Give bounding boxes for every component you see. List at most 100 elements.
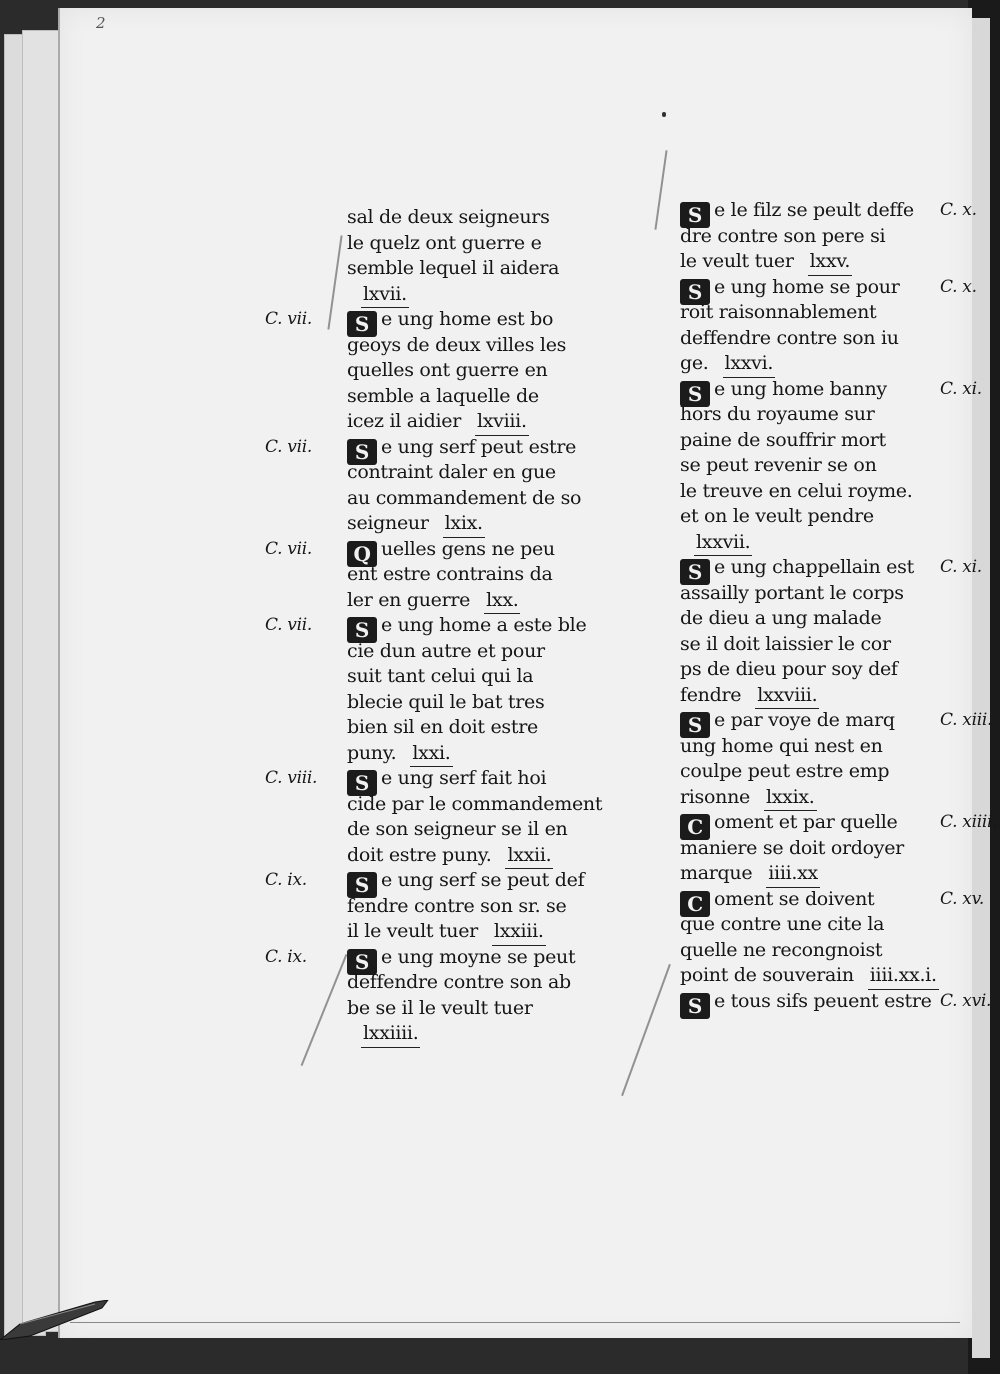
line-text: e ung home banny <box>714 377 887 400</box>
decorated-initial: S <box>347 438 377 465</box>
text-line: be se il le veult tuer <box>235 996 630 1022</box>
text-line: puny.lxxi. <box>235 741 630 767</box>
line-text: doit estre puny. <box>347 843 492 866</box>
line-text: que contre une cite la <box>680 913 885 935</box>
decorated-initial: S <box>680 202 710 228</box>
line-text: fendre <box>680 683 742 706</box>
chapter-marker: C. xiiii. <box>940 812 998 832</box>
text-line: sal de deux seigneurs <box>235 205 630 231</box>
line-text: point de souverain <box>680 964 854 986</box>
decorated-initial: S <box>347 770 377 796</box>
pen-nib-icon <box>0 1300 109 1340</box>
line-text: icez il aidier <box>347 410 461 432</box>
text-line: coulpe peut estre emp <box>650 759 990 785</box>
folio-reference: lxx. <box>484 588 521 614</box>
chapter-marker: C. xi. <box>940 378 982 399</box>
line-text: dre contre son pere si <box>680 224 886 247</box>
chapter-marker: C. xi. <box>940 557 982 577</box>
line-text: semble lequel il aidera <box>347 257 560 279</box>
folio-reference: lxxii. <box>505 843 554 869</box>
chapter-marker: C. xvi. <box>940 990 992 1011</box>
decorated-initial: S <box>347 948 377 975</box>
text-line: cie dun autre et pour <box>235 639 630 665</box>
page-bottom-edge <box>70 1322 960 1323</box>
line-text: bien sil en doit estre <box>347 716 538 738</box>
text-line: de son seigneur se il en <box>235 817 630 843</box>
line-text: e ung home est bo <box>381 308 554 330</box>
folio-reference: lxxv. <box>807 249 853 276</box>
text-line: quelle ne recongnoist <box>650 938 990 964</box>
decorated-initial: S <box>680 380 710 407</box>
line-text: se il doit laissier le cor <box>680 632 891 655</box>
line-text: e ung home se pour <box>714 275 900 298</box>
line-text: roit raisonnablement <box>680 301 877 323</box>
folio-reference: iiii.xx <box>766 861 820 888</box>
text-line: roit raisonnablement <box>650 300 990 326</box>
decorated-initial: C <box>680 890 710 917</box>
line-text: deffendre contre son ab <box>347 971 571 993</box>
text-line: de dieu a ung malade <box>650 606 990 632</box>
folio-reference: lxxiiii. <box>361 1021 421 1048</box>
chapter-marker: C. ix. <box>265 946 307 967</box>
line-text: assailly portant le corps <box>680 581 904 604</box>
text-line: deffendre contre son iu <box>650 326 990 352</box>
text-line: geoys de deux villes les <box>235 333 630 359</box>
text-line: ung home qui nest en <box>650 734 990 760</box>
text-line: bien sil en doit estre <box>235 715 630 741</box>
line-text: le veult tuer <box>680 250 794 272</box>
folio-reference: iiii.xx.i. <box>867 963 939 990</box>
facing-page-edge <box>972 18 990 1358</box>
text-line: icez il aidier lxviii. <box>235 409 630 436</box>
folio-reference: lxxix. <box>763 785 817 811</box>
line-text: be se il le veult tuer <box>347 996 533 1019</box>
decorated-initial: S <box>680 559 710 585</box>
text-line: le veult tuer lxxv. <box>650 249 990 276</box>
chapter-marker: C. x. <box>940 200 977 220</box>
line-text: au commandement de so <box>347 486 582 509</box>
line-text: ps de dieu pour soy def <box>680 658 898 680</box>
text-line: se il doit laissier le cor <box>650 632 990 658</box>
decorated-initial: S <box>680 992 710 1019</box>
line-text: de son seigneur se il en <box>347 818 568 840</box>
line-text: uelles gens ne peu <box>381 537 555 560</box>
line-text: semble a laquelle de <box>347 384 539 407</box>
folio-reference: lxxiii. <box>491 919 546 946</box>
line-text: e ung moyne se peut <box>381 945 576 968</box>
chapter-marker: C. vii. <box>265 309 312 329</box>
line-text: deffendre contre son iu <box>680 326 899 349</box>
decorated-initial: S <box>347 617 377 643</box>
text-line: fendre contre son sr. se <box>235 894 630 920</box>
line-text: risonne <box>680 785 750 808</box>
line-text: le treuve en celui royme. <box>680 479 913 502</box>
text-line: risonne lxxix. <box>650 785 990 811</box>
folio-reference: lxxviii. <box>755 683 820 709</box>
chapter-marker: C. ix. <box>265 870 307 890</box>
text-line: le treuve en celui royme. <box>650 479 990 505</box>
folio-reference: lxxvi. <box>722 351 776 378</box>
decorated-initial: C <box>680 814 710 840</box>
chapter-marker: C. xv. <box>940 888 984 909</box>
text-line: cide par le commandement <box>235 792 630 818</box>
line-text: de dieu a ung malade <box>680 607 882 629</box>
line-text: blecie quil le bat tres <box>347 690 545 713</box>
chapter-marker: C. vii. <box>265 615 312 635</box>
decorated-initial: Q <box>347 540 377 567</box>
chapter-marker: C. vii. <box>265 538 312 559</box>
line-text: fendre contre son sr. se <box>347 894 567 917</box>
text-line: ps de dieu pour soy def <box>650 657 990 683</box>
line-text: cide par le commandement <box>347 792 603 815</box>
text-line: semble a laquelle de <box>235 384 630 410</box>
folio-reference: lxviii. <box>474 409 529 436</box>
line-text: ent estre contrains da <box>347 563 553 585</box>
chapter-marker: C. xiii. <box>940 710 993 730</box>
